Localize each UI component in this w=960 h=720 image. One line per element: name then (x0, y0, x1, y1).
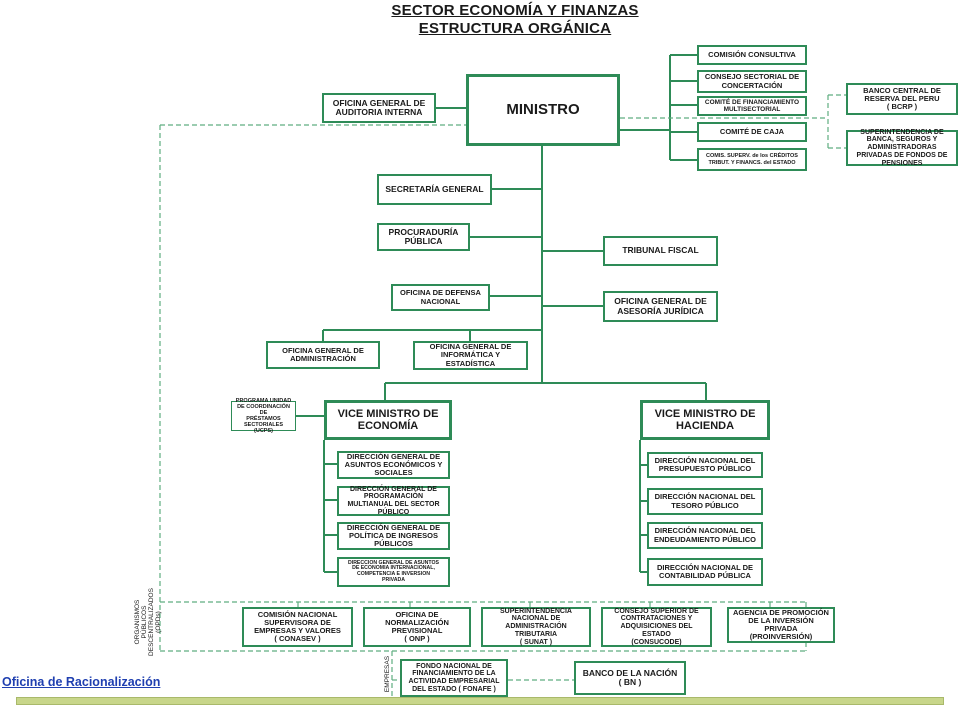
node-consucode[interactable]: CONSEJO SUPERIOR DE CONTRATACIONES Y ADQ… (601, 607, 712, 647)
node-dn-contabilidad[interactable]: DIRECCIÓN NACIONAL DE CONTABILIDAD PÚBLI… (647, 558, 763, 586)
node-onp[interactable]: OFICINA DE NORMALIZACIÓN PREVISIONAL ( O… (363, 607, 471, 647)
node-dn-presupuesto[interactable]: DIRECCIÓN NACIONAL DEL PRESUPUESTO PÚBLI… (647, 452, 763, 478)
node-dn-endeudamiento[interactable]: DIRECCIÓN NACIONAL DEL ENDEUDAMIENTO PÚB… (647, 522, 763, 549)
node-secretaria[interactable]: SECRETARÍA GENERAL (377, 174, 492, 205)
node-vm-economia[interactable]: VICE MINISTRO DE ECONOMÍA (324, 400, 452, 440)
node-dg-programacion[interactable]: DIRECCIÓN GENERAL DE PROGRAMACIÓN MULTIA… (337, 486, 450, 516)
node-defensa[interactable]: OFICINA DE DEFENSA NACIONAL (391, 284, 490, 311)
node-dg-internacional[interactable]: DIRECCION GENERAL DE ASUNTOS DE ECONOMIA… (337, 557, 450, 587)
node-comis-superv[interactable]: COMIS. SUPERV. de los CRÉDITOS TRIBUT. Y… (697, 148, 807, 171)
node-proinversion[interactable]: AGENCIA DE PROMOCIÓN DE LA INVERSIÓN PRI… (727, 607, 835, 643)
label-empresas: EMPRESAS (384, 655, 391, 693)
node-sbs[interactable]: SUPERINTENDENCIA DE BANCA, SEGUROS Y ADM… (846, 129, 958, 167)
node-procuraduria[interactable]: PROCURADURÍA PÚBLICA (377, 223, 470, 251)
node-bn[interactable]: BANCO DE LA NACIÓN ( BN ) (574, 661, 686, 695)
node-comite-caja[interactable]: COMITÉ DE CAJA (697, 122, 807, 142)
node-dg-politica[interactable]: DIRECCIÓN GENERAL DE POLÍTICA DE INGRESO… (337, 522, 450, 550)
node-consejo-sectorial[interactable]: CONSEJO SECTORIAL DE CONCERTACIÓN (697, 70, 807, 93)
node-fonafe[interactable]: FONDO NACIONAL DE FINANCIAMIENTO DE LA A… (400, 659, 508, 697)
node-bcrp[interactable]: BANCO CENTRAL DE RESERVA DEL PERU ( BCRP… (846, 83, 958, 115)
node-asesoria[interactable]: OFICINA GENERAL DE ASESORÍA JURÍDICA (603, 291, 718, 322)
node-vm-hacienda[interactable]: VICE MINISTRO DE HACIENDA (640, 400, 770, 440)
node-conasev[interactable]: COMISIÓN NACIONAL SUPERVISORA DE EMPRESA… (242, 607, 353, 647)
node-dn-tesoro[interactable]: DIRECCIÓN NACIONAL DEL TESORO PÚBLICO (647, 488, 763, 515)
node-comision-consultiva[interactable]: COMISIÓN CONSULTIVA (697, 45, 807, 65)
chart-subtitle: ESTRUCTURA ORGÁNICA (418, 20, 612, 37)
node-tribunal[interactable]: TRIBUNAL FISCAL (603, 236, 718, 266)
footer-office[interactable]: Oficina de Racionalización (2, 675, 161, 689)
node-ministro[interactable]: MINISTRO (466, 74, 620, 146)
node-informatica[interactable]: OFICINA GENERAL DE INFORMÁTICA Y ESTADÍS… (413, 341, 528, 370)
chart-title: SECTOR ECONOMÍA Y FINANZAS (391, 2, 639, 19)
node-auditoria[interactable]: OFICINA GENERAL DE AUDITORIA INTERNA (322, 93, 436, 123)
node-ucps[interactable]: PROGRAMA UNIDAD DE COORDINACIÓN DE PRÉST… (231, 398, 296, 434)
node-comite-financiamiento[interactable]: COMITÉ DE FINANCIAMIENTO MULTISECTORIAL (697, 96, 807, 116)
node-dg-asuntos[interactable]: DIRECCIÓN GENERAL DE ASUNTOS ECONÓMICOS … (337, 451, 450, 479)
label-opds: ORGANISMOS PÚBLICOS DESCENTRALIZADOS (OP… (134, 588, 163, 656)
node-sunat[interactable]: SUPERINTENDENCIA NACIONAL DE ADMINISTRAC… (481, 607, 591, 647)
footer-bar (16, 697, 944, 705)
node-administracion[interactable]: OFICINA GENERAL DE ADMINISTRACIÓN (266, 341, 380, 369)
